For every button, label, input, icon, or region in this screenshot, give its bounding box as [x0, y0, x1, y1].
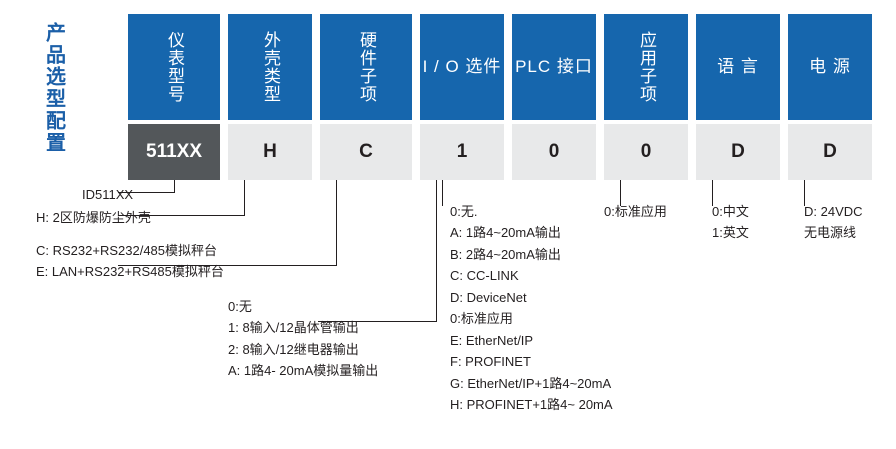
column-code-plc-value: 0	[548, 141, 560, 162]
column-header-model-label: 仪表型号	[165, 31, 185, 103]
leader-hardware-horizontal	[118, 265, 337, 266]
leader-enclosure-horizontal	[118, 215, 245, 216]
column-code-app-value: 0	[640, 141, 652, 162]
note-io: 0:无 1: 8输入/12晶体管输出 2: 8输入/12继电器输出 A: 1路4…	[228, 299, 379, 379]
column-header-enclosure: 外壳类型	[228, 14, 312, 120]
column-code-language: D	[696, 124, 780, 180]
leader-model-horizontal	[118, 192, 175, 193]
column-header-enclosure-label: 外壳类型	[261, 31, 281, 103]
column-code-enclosure: H	[228, 124, 312, 180]
column-header-model: 仪表型号	[128, 14, 220, 120]
note-power: D: 24VDC 无电源线	[804, 204, 863, 241]
note-language: 0:中文 1:英文	[712, 204, 749, 241]
page-title-text: 产品选型配置	[42, 22, 65, 154]
column-code-hardware: C	[320, 124, 412, 180]
column-code-io: 1	[420, 124, 504, 180]
column-header-io-label: I / O 选件	[422, 57, 502, 77]
column-code-enclosure-value: H	[263, 141, 277, 162]
column-code-model-value: 511XX	[146, 141, 202, 162]
column-header-hardware-label: 硬件子项	[357, 31, 377, 103]
column-header-io: I / O 选件	[420, 14, 504, 120]
column-code-power: D	[788, 124, 872, 180]
leader-app-vertical	[620, 180, 621, 206]
leader-io-vertical	[436, 180, 437, 321]
leader-plc-vertical	[442, 180, 443, 206]
column-header-app: 应用子项	[604, 14, 688, 120]
note-enclosure: H: 2区防爆防尘外壳	[36, 210, 151, 225]
note-model: ID511XX	[82, 187, 134, 202]
page-title: 产品选型配置	[36, 22, 70, 172]
note-app: 0:标准应用	[604, 204, 667, 219]
leader-hardware-vertical	[336, 180, 337, 265]
leader-model-vertical	[174, 180, 175, 192]
column-header-hardware: 硬件子项	[320, 14, 412, 120]
column-code-power-value: D	[823, 141, 837, 162]
leader-enclosure-vertical	[244, 180, 245, 215]
column-header-plc: PLC 接口	[512, 14, 596, 120]
leader-power-vertical	[804, 180, 805, 206]
column-header-plc-label: PLC 接口	[515, 57, 593, 77]
leader-language-vertical	[712, 180, 713, 206]
column-code-hardware-value: C	[359, 141, 373, 162]
column-header-app-label: 应用子项	[637, 31, 657, 103]
note-hardware: C: RS232+RS232/485模拟秤台 E: LAN+RS232+RS48…	[36, 243, 224, 280]
column-header-power-label: 电 源	[809, 57, 851, 77]
column-code-language-value: D	[731, 141, 745, 162]
column-header-language: 语 言	[696, 14, 780, 120]
column-code-plc: 0	[512, 124, 596, 180]
column-code-model: 511XX	[128, 124, 220, 180]
column-code-io-value: 1	[456, 141, 468, 162]
column-code-app: 0	[604, 124, 688, 180]
column-header-language-label: 语 言	[717, 57, 759, 77]
leader-io-horizontal	[318, 321, 437, 322]
note-plc: 0:无. A: 1路4~20mA输出 B: 2路4~20mA输出 C: CC-L…	[450, 204, 613, 412]
column-header-power: 电 源	[788, 14, 872, 120]
